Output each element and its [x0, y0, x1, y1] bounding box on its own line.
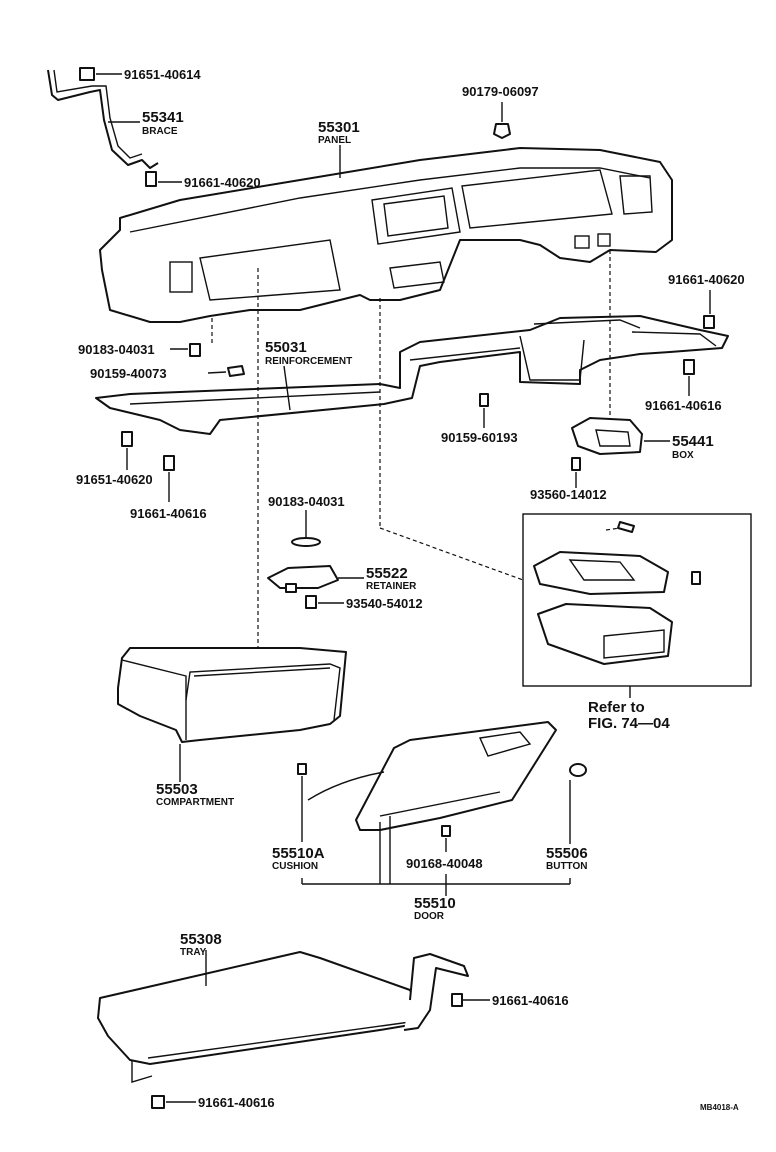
part-number-91661-40620-right: 91661-40620: [668, 272, 745, 287]
part-number-55510: 55510: [414, 895, 456, 912]
part-name-door: DOOR: [414, 911, 445, 922]
box-part: [571, 417, 643, 455]
part-number-90159-60193: 90159-60193: [441, 430, 518, 445]
panel-part: [99, 147, 673, 323]
part-number-91651-40614: 91651-40614: [124, 67, 201, 82]
part-number-91661-40616-tray-bottom: 91661-40616: [198, 1095, 275, 1110]
brace-part: [47, 67, 159, 187]
reinforcement-part: [95, 315, 729, 435]
part-number-55301: 55301: [318, 119, 360, 136]
part-name-retainer: RETAINER: [366, 581, 417, 592]
part-name-tray: TRAY: [180, 947, 207, 958]
part-number-55522: 55522: [366, 565, 408, 582]
part-number-91661-40620-top: 91661-40620: [184, 175, 261, 190]
part-name-compartment: COMPARTMENT: [156, 797, 234, 808]
part-number-93540-54012: 93540-54012: [346, 596, 423, 611]
part-number-55308: 55308: [180, 931, 222, 948]
part-name-reinforcement: REINFORCEMENT: [265, 356, 352, 367]
part-name-panel: PANEL: [318, 135, 351, 146]
part-number-55441: 55441: [672, 433, 714, 450]
part-name-button: BUTTON: [546, 861, 587, 872]
part-number-91661-40616-left: 91661-40616: [130, 506, 207, 521]
part-name-brace: BRACE: [142, 126, 178, 137]
leader-ref-box: [379, 527, 524, 581]
part-number-90179-06097: 90179-06097: [462, 84, 539, 99]
figure-code: MB4018-A: [700, 1103, 739, 1112]
part-number-90183-04031-mid: 90183-04031: [268, 494, 345, 509]
part-number-55506: 55506: [546, 845, 588, 862]
part-name-box: BOX: [672, 450, 694, 461]
tray-part: [97, 951, 469, 1109]
reference-box: [522, 513, 752, 687]
part-number-90168-40048: 90168-40048: [406, 856, 483, 871]
refer-to-label: Refer to: [588, 699, 645, 716]
compartment-part: [117, 647, 347, 743]
part-name-cushion: CUSHION: [272, 861, 318, 872]
part-number-90159-40073: 90159-40073: [90, 366, 167, 381]
part-number-91661-40616-right: 91661-40616: [645, 398, 722, 413]
part-number-90183-04031-top: 90183-04031: [78, 342, 155, 357]
part-number-93560-14012: 93560-14012: [530, 487, 607, 502]
retainer-part: [267, 537, 339, 593]
door-part: [297, 721, 587, 837]
figure-reference: FIG. 74—04: [588, 715, 670, 732]
part-number-55503: 55503: [156, 781, 198, 798]
part-number-91651-40620: 91651-40620: [76, 472, 153, 487]
part-number-55341: 55341: [142, 109, 184, 126]
part-number-91661-40616-tray-right: 91661-40616: [492, 993, 569, 1008]
part-number-55031: 55031: [265, 339, 307, 356]
part-number-55510a: 55510A: [272, 845, 325, 862]
